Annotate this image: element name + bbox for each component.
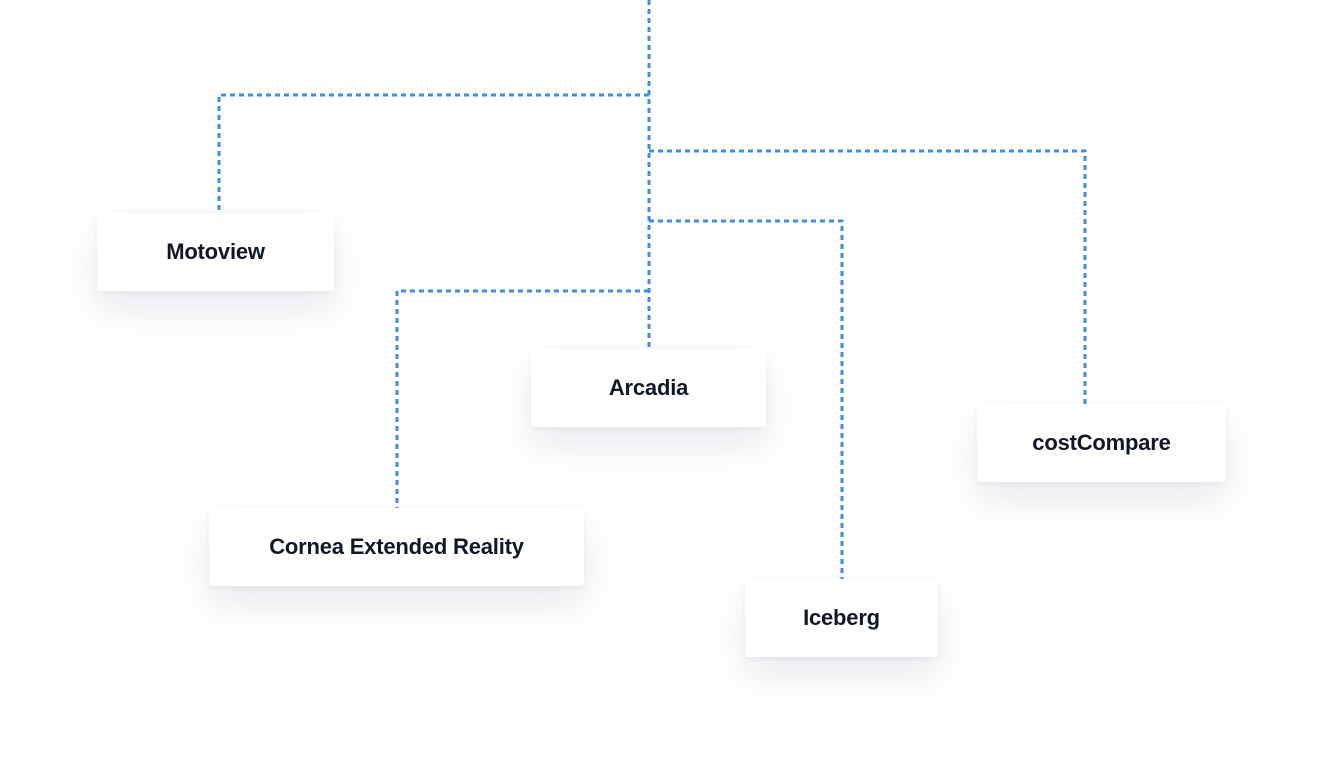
node-label-cornea-extended-reality: Cornea Extended Reality	[269, 534, 524, 559]
node-motoview[interactable]: Motoview	[97, 213, 334, 291]
node-label-motoview: Motoview	[166, 239, 265, 264]
node-cornea-extended-reality[interactable]: Cornea Extended Reality	[209, 508, 584, 586]
connector-cornea	[395, 289, 649, 508]
node-label-arcadia: Arcadia	[608, 375, 689, 400]
node-costcompare[interactable]: costCompare	[977, 404, 1226, 482]
connector-iceberg	[649, 219, 844, 579]
connector-motoview	[217, 93, 649, 213]
node-label-iceberg: Iceberg	[803, 605, 880, 630]
connector-costcompare	[649, 149, 1087, 404]
node-arcadia[interactable]: Arcadia	[531, 349, 766, 427]
node-label-costcompare: costCompare	[1032, 430, 1171, 455]
node-iceberg[interactable]: Iceberg	[745, 579, 938, 657]
